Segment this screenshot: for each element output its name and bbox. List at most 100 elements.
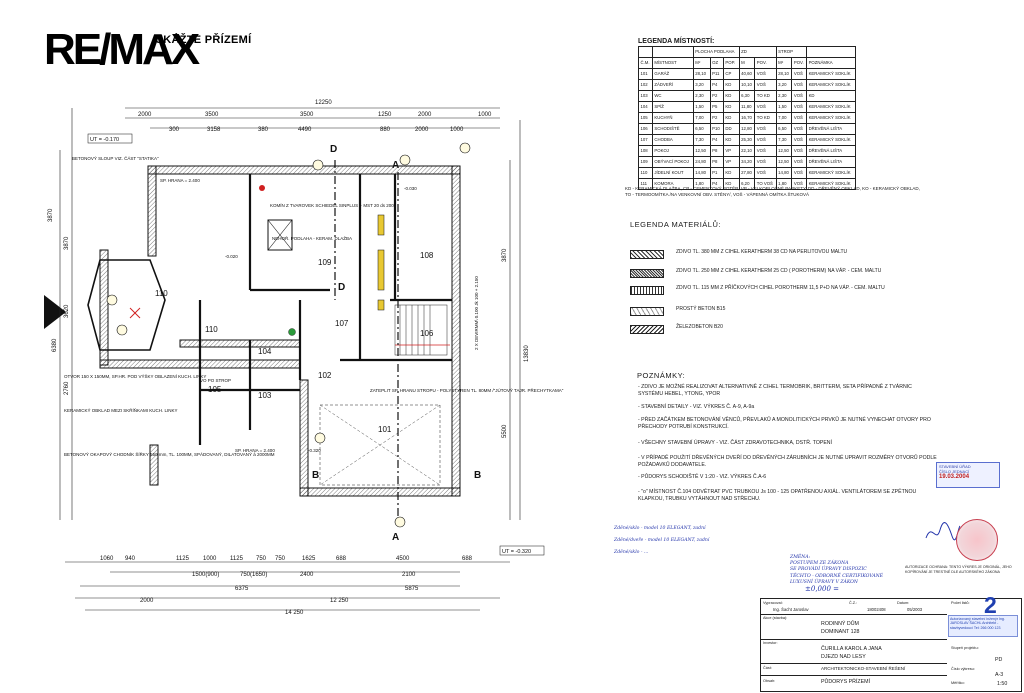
table-cell: KD <box>722 101 740 113</box>
table-header-cell: M <box>738 57 756 69</box>
designer-logo-stamp: Autorizovaný stavební inženýr Ing. JAROS… <box>948 615 1018 637</box>
material-swatch <box>630 250 664 259</box>
previous-image-arrow-icon[interactable] <box>44 295 66 329</box>
dim-bottom: 12 250 <box>330 598 349 604</box>
table-cell: 7,00 <box>775 112 793 124</box>
table-cell: P4 <box>709 134 724 146</box>
table-cell: TO VOŠ <box>754 178 777 190</box>
table-cell: P1 <box>709 167 724 179</box>
table-cell: GARÁŽ <box>651 68 694 80</box>
table-cell: 3,20 <box>775 79 793 91</box>
note-item: - PŮDORYS SCHODIŠTĚ V 1:20 - VIZ. VÝKRES… <box>638 474 767 480</box>
dim-top-total: 12250 <box>315 100 332 106</box>
drawing-part: ARCHITEKTONICKO-STAVEBNÍ ŘEŠENÍ <box>821 666 906 671</box>
dim-bottom: 688 <box>336 556 347 562</box>
handwritten-note: Zděné/dveře - model 10 ELEGANT, zadní <box>614 538 710 543</box>
dim-left: 3620 <box>64 304 70 318</box>
table-cell: 12,50 <box>775 156 793 168</box>
vo-strop-note: VO PO STROP <box>200 378 231 383</box>
table-cell: DŘEVĚNÁ LIŠTA <box>806 123 856 135</box>
table-cell: VOŠ <box>791 156 808 168</box>
room-number: 110 <box>205 325 218 334</box>
drawing-date: 05/2003 <box>907 607 923 612</box>
table-cell: P5 <box>709 101 724 113</box>
material-label: ZDIVO TL. 115 MM Z PŘÍČKOVÝCH CIHEL PORO… <box>676 285 885 291</box>
table-cell: DD <box>722 123 740 135</box>
table-cell: 109 <box>638 156 653 168</box>
note-item: - "o" MÍSTNOST Č.104 ODVĚTRAT PVC TRUBKO… <box>638 489 917 503</box>
table-cell: VOŠ <box>791 167 808 179</box>
table-cell: VOŠ <box>754 145 777 157</box>
ceiling-note: ZATEPLIT SP. HRANU STROPU - POLYSTYREN T… <box>370 386 564 393</box>
table-cell: 11,80 <box>738 101 756 113</box>
table-cell: 40,60 <box>738 68 756 80</box>
room-number: 110 <box>155 289 168 298</box>
sheet-number: 2 <box>984 592 997 618</box>
table-cell: VOŠ <box>791 68 808 80</box>
room-legend-note: KD - KERAMICKÁ DLAŽBA, CP - CEMENTOVÝ PO… <box>625 186 920 198</box>
table-cell: 1,80 <box>692 178 711 190</box>
table-cell: 1,50 <box>692 101 711 113</box>
table-cell: SPÍŽ <box>651 101 694 113</box>
table-cell: P8 <box>709 156 724 168</box>
table-cell: 2,30 <box>692 90 711 102</box>
dim-left: 2760 <box>64 381 70 395</box>
dim-bottom: 2400 <box>300 572 314 578</box>
dim-bottom: 2100 <box>402 572 416 578</box>
chimney-note: KOMÍN Z TVAROVEK SCHIEDEL SINPLUS + MST … <box>270 202 394 208</box>
table-cell: KOMORA <box>651 178 694 190</box>
table-cell: TO KD <box>754 90 777 102</box>
dim-left: 3870 <box>48 208 54 222</box>
table-cell: VOŠ <box>791 90 808 102</box>
table-header-cell: M² <box>775 57 793 69</box>
dim-bottom: 1125 <box>230 556 244 562</box>
dim-bottom: 6375 <box>235 586 249 592</box>
table-cell: KERAMICKÝ SOKLÍK <box>806 112 856 124</box>
note-item: - V PŘÍPADĚ POUŽITÍ DŘEVĚNÝCH DVEŘÍ DO D… <box>638 455 937 469</box>
table-group-header: PLOCHA PODLAHA <box>692 46 740 58</box>
table-cell: KD <box>722 134 740 146</box>
table-cell: 27,80 <box>738 167 756 179</box>
table-cell: P10 <box>709 123 724 135</box>
note-item: - PŘED ZAČÁTKEM BETONOVÁNÍ VĚNCŮ, PŘEVLA… <box>638 417 931 431</box>
dim-right: 3870 <box>502 248 508 262</box>
handwritten-change-note: ZMĚNA: POSTUPEM ZE ZÁKONA SE PROVÁDÍ ÚPR… <box>790 555 884 585</box>
table-cell: P11 <box>709 68 724 80</box>
dim-bottom: 2000 <box>140 598 154 604</box>
table-cell: KERAMICKÝ SOKLÍK <box>806 79 856 91</box>
table-cell: ZÁDVEŘÍ <box>651 79 694 91</box>
table-cell: VOŠ <box>791 112 808 124</box>
material-label: ZDIVO TL. 380 MM Z CIHEL KERATHERM 38 CD… <box>676 249 848 255</box>
dim-bottom: 5875 <box>405 586 419 592</box>
dim-right: 13830 <box>524 345 530 362</box>
room-number: 105 <box>208 385 222 394</box>
table-group-header-row: PLOCHA PODLAHA ZD STROP <box>638 46 856 58</box>
investor: ČURILLA KAROL A JANA <box>821 646 882 652</box>
material-swatch <box>630 307 664 316</box>
table-cell: P4 <box>709 178 724 190</box>
table-header-cell: Č.M. <box>638 57 653 69</box>
table-cell: TO KD <box>754 112 777 124</box>
table-cell: 1,50 <box>775 101 793 113</box>
dim-bottom: 1060 <box>100 556 114 562</box>
dim-bottom: 750 <box>275 556 286 562</box>
section-mark-b: B <box>474 470 481 481</box>
dim-bottom: 688 <box>462 556 473 562</box>
opening-note: OTVOR 150 X 150MM, SP.HR. POD VÝŠKY OBLA… <box>64 373 206 379</box>
table-cell: 3,20 <box>692 79 711 91</box>
dim-bottom: 14 250 <box>285 610 304 616</box>
table-cell: 108 <box>638 145 653 157</box>
section-mark-a: A <box>392 160 399 171</box>
dim-top: 2000 <box>418 112 432 118</box>
table-cell: 107 <box>638 134 653 146</box>
table-cell: POKOJ <box>651 145 694 157</box>
section-mark-d: D <box>330 144 337 155</box>
room-number: 104 <box>258 347 272 356</box>
table-cell: KERAMICKÝ SOKLÍK <box>806 68 856 80</box>
ut-top-label: UT = -0.170 <box>90 137 119 143</box>
